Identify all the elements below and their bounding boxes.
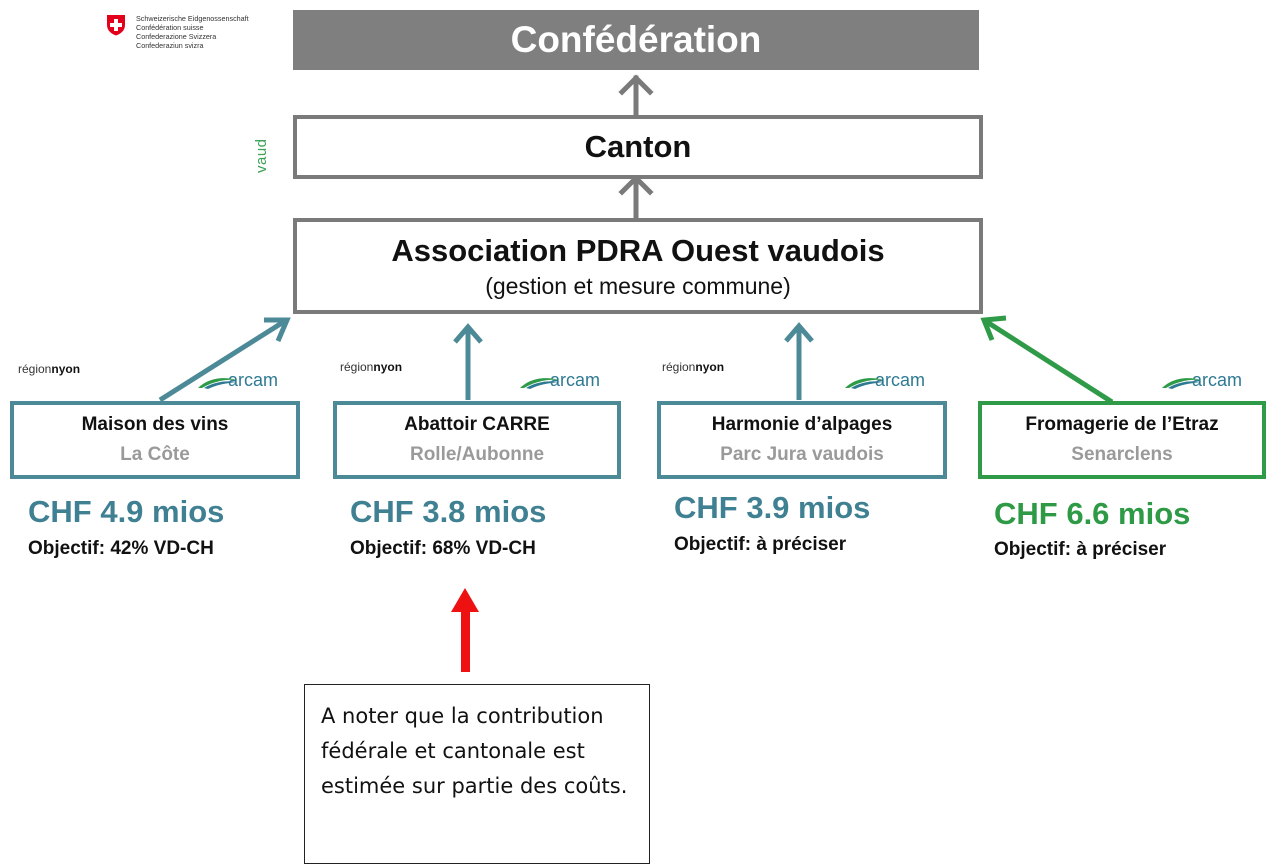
project-box-abattoir-carre: Abattoir CARRE Rolle/Aubonne [333, 401, 621, 479]
note-text: A noter que la contribution fédérale et … [321, 704, 628, 798]
arcam-swoosh-icon [1162, 378, 1202, 389]
arrow-association-to-canton [618, 174, 654, 219]
project-name: Harmonie d’alpages [711, 414, 893, 435]
project-objective: Objectif: à préciser [674, 534, 847, 555]
project-name: Abattoir CARRE [404, 414, 550, 435]
project-objective: Objectif: 42% VD-CH [28, 538, 214, 559]
project-objective: Objectif: 68% VD-CH [350, 538, 536, 559]
project-objective: Objectif: à préciser [994, 539, 1167, 560]
project-amount: CHF 4.9 mios [28, 494, 225, 529]
regionyon-logo: régionnyon [18, 362, 81, 376]
swiss-shield-icon [107, 15, 125, 36]
arrow-harmonie-alpages [784, 322, 814, 400]
project-box-fromagerie-etraz: Fromagerie de l’Etraz Senarclens [978, 401, 1266, 479]
arrow-abattoir-carre [453, 323, 483, 400]
project-amount: CHF 3.9 mios [674, 490, 871, 525]
project-location: Senarclens [1071, 444, 1173, 465]
arrow-maison-des-vins [158, 317, 291, 403]
arrow-canton-to-confederation [618, 74, 654, 116]
canton-label: Canton [584, 129, 692, 164]
confederation-label: Confédération [510, 19, 762, 60]
vaud-logo: vaud [253, 138, 270, 173]
project-amount: CHF 3.8 mios [350, 494, 547, 529]
project-name: Fromagerie de l’Etraz [1025, 414, 1219, 435]
project-location: La Côte [120, 444, 190, 465]
regionyon-logo: régionnyon [340, 360, 403, 374]
project-box-maison-des-vins: Maison des vins La Côte [10, 401, 300, 479]
confederation-logo-text: Schweizerische Eidgenossenschaft Confédé… [136, 14, 249, 50]
confederation-box: Confédération [293, 10, 979, 70]
note-box: A noter que la contribution fédérale et … [304, 684, 650, 864]
project-name: Maison des vins [81, 414, 229, 435]
project-location: Rolle/Aubonne [409, 444, 545, 465]
project-location: Parc Jura vaudois [720, 444, 884, 465]
arrow-fromagerie-etraz [980, 315, 1114, 405]
canton-box: Canton [293, 115, 983, 179]
association-title: Association PDRA Ouest vaudois [391, 232, 885, 268]
arcam-swoosh-icon [520, 378, 560, 389]
red-pointer-arrow [451, 588, 479, 672]
arcam-swoosh-icon [845, 378, 885, 389]
arcam-swoosh-icon [198, 378, 238, 389]
project-box-harmonie-alpages: Harmonie d’alpages Parc Jura vaudois [657, 401, 947, 479]
project-amount: CHF 6.6 mios [994, 496, 1191, 531]
association-box: Association PDRA Ouest vaudois (gestion … [293, 218, 983, 314]
regionyon-logo: régionnyon [662, 360, 725, 374]
association-subtitle: (gestion et mesure commune) [485, 272, 791, 299]
